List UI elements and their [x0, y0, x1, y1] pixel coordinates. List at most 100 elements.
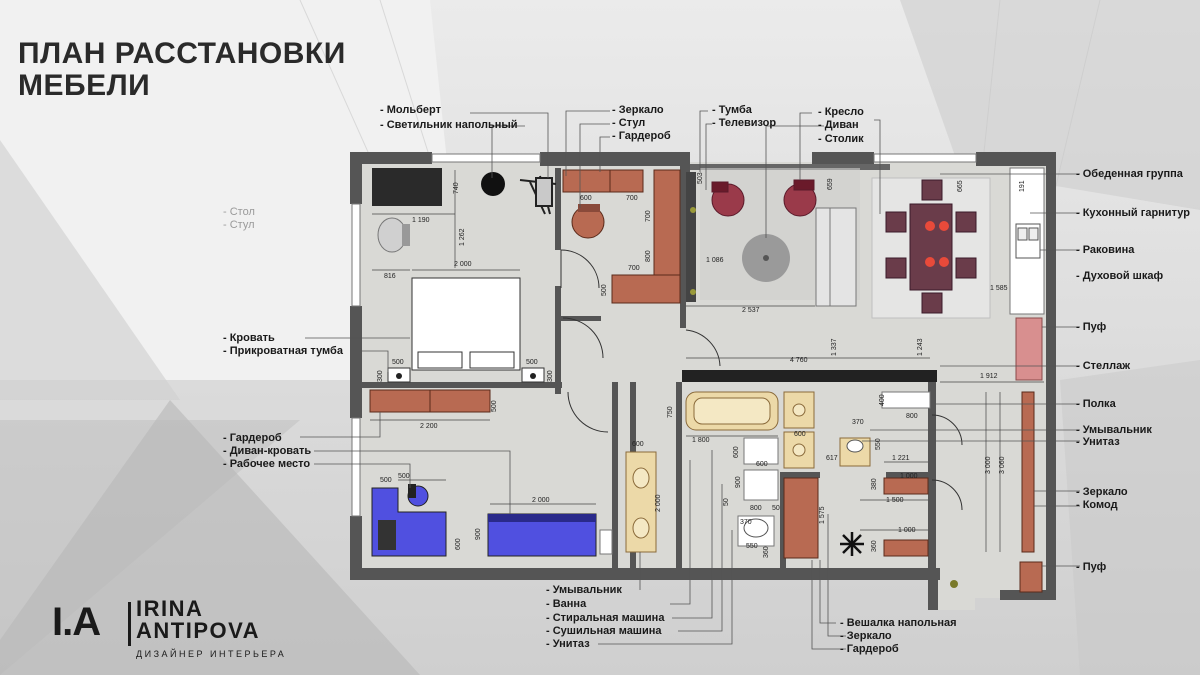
label-zerkalo-3: - Зеркало — [840, 630, 892, 642]
dim: 370 — [852, 419, 864, 426]
dim: 2 200 — [420, 423, 438, 430]
label-molbert: - Мольберт — [380, 104, 441, 116]
dim: 500 — [526, 359, 538, 366]
easel — [519, 175, 557, 215]
dim: 2 537 — [742, 307, 760, 314]
label-unitaz-2: - Унитаз — [546, 638, 590, 650]
dim: 700 — [628, 265, 640, 272]
dim: 700 — [626, 195, 638, 202]
label-puf-1: - Пуф — [1076, 321, 1107, 333]
dim: 360 — [763, 546, 770, 558]
dimension-lines — [370, 170, 1044, 552]
tv-strip — [686, 172, 696, 302]
dim: 600 — [632, 441, 644, 448]
dim: 665 — [957, 180, 964, 192]
label-divan-krovat: - Диван-кровать — [223, 445, 312, 457]
label-polka: - Полка — [1076, 398, 1116, 410]
coffee-table-dot — [763, 255, 769, 261]
label-rakovina: - Раковина — [1076, 244, 1135, 256]
label-umyvalnik-1: - Умывальник — [1076, 424, 1152, 436]
label-umyvalnik-2: - Умывальник — [546, 584, 622, 596]
dim: 800 — [645, 250, 652, 262]
dim: 1 243 — [917, 338, 924, 356]
coat-stand — [840, 532, 864, 556]
dim: 600 — [455, 538, 462, 550]
plants — [690, 207, 696, 295]
logo-mark: I.A — [52, 600, 101, 644]
ceiling-lamp — [950, 580, 958, 588]
dim: 500 — [380, 477, 392, 484]
dim: 500 — [601, 284, 608, 296]
dim: 400 — [879, 394, 886, 406]
windows — [351, 153, 977, 517]
easel-rug — [372, 168, 442, 206]
armchairs — [711, 179, 817, 217]
dim: 2 000 — [532, 497, 550, 504]
dimension-labels: 740 1 190 1 262 2 000 816 500 500 300 30… — [377, 172, 1026, 558]
dim: 300 — [547, 370, 554, 382]
dim: 380 — [871, 478, 878, 490]
dim: 550 — [875, 438, 882, 450]
bath-1 — [685, 391, 815, 547]
dim: 1 800 — [692, 437, 710, 444]
dim: 2 000 — [655, 494, 662, 512]
brand-logo: I.A IRINA ANTIPOVA ДИЗАЙНЕР ИНТЕРЬЕРА — [52, 598, 312, 668]
label-prikrovatnaya: - Прикроватная тумба — [223, 345, 343, 357]
label-kreslo: - Кресло — [818, 106, 864, 118]
label-duhovoy: - Духовой шкаф — [1076, 270, 1164, 282]
title-line-2: МЕБЕЛИ — [18, 69, 151, 102]
bed — [387, 277, 545, 383]
dim: 600 — [794, 431, 806, 438]
label-komod: - Комод — [1076, 499, 1118, 511]
dim: 600 — [580, 195, 592, 202]
wardrobe-walkin — [562, 169, 681, 304]
dim: 550 — [746, 543, 758, 550]
sofa — [815, 207, 857, 307]
leader-lines — [300, 110, 1080, 650]
dim: 1 337 — [831, 338, 838, 356]
dim: 1 912 — [980, 373, 998, 380]
label-stiralnaya: - Стиральная машина — [546, 612, 665, 624]
label-garderob-3: - Гардероб — [840, 643, 899, 655]
door-swings — [560, 249, 963, 511]
dim: 1 585 — [990, 285, 1008, 292]
dim: 900 — [475, 528, 482, 540]
small-cabinet — [599, 529, 613, 555]
dim: 4 760 — [790, 357, 808, 364]
dim: 1 500 — [886, 497, 904, 504]
logo-divider — [128, 602, 131, 646]
label-veshalka: - Вешалка напольная — [840, 617, 957, 629]
label-garderob-2: - Гардероб — [223, 432, 282, 444]
pouf-hall — [1019, 561, 1043, 593]
dim: 600 — [733, 446, 740, 458]
label-stellazh: - Стеллаж — [1076, 360, 1131, 372]
dim: 1 575 — [819, 506, 826, 524]
dim: 1 086 — [706, 257, 724, 264]
dim: 1 190 — [412, 217, 430, 224]
label-unitaz-1: - Унитаз — [1076, 436, 1120, 448]
wardrobe-bedroom — [369, 389, 491, 413]
label-kuhonny: - Кухонный гарнитур — [1076, 207, 1190, 219]
label-puf-2: - Пуф — [1076, 561, 1107, 573]
hallway-shelf-top — [881, 391, 931, 409]
dim: 360 — [871, 540, 878, 552]
label-vanna: - Ванна — [546, 598, 587, 610]
label-rabochee: - Рабочее место — [223, 458, 311, 470]
dim: 900 — [735, 476, 742, 488]
dim: 300 — [377, 370, 384, 382]
label-krovat: - Кровать — [223, 332, 275, 344]
dining-group — [885, 179, 977, 314]
label-svetilnik: - Светильник напольный — [380, 119, 518, 131]
dim: 191 — [1019, 180, 1026, 192]
desk-chair-top — [377, 217, 410, 253]
dim: 500 — [491, 400, 498, 412]
label-sushilnaya: - Сушильная машина — [546, 625, 662, 637]
label-divan: - Диван — [818, 119, 859, 131]
kitchen-set — [1009, 167, 1045, 315]
logo-subtitle: ДИЗАЙНЕР ИНТЕРЬЕРА — [136, 649, 287, 659]
label-zerkalo-2: - Зеркало — [1076, 486, 1128, 498]
sofa-bed — [487, 513, 597, 557]
dim: 659 — [827, 178, 834, 190]
dim: 1 262 — [459, 228, 466, 246]
logo-name: IRINA ANTIPOVA — [136, 598, 260, 642]
